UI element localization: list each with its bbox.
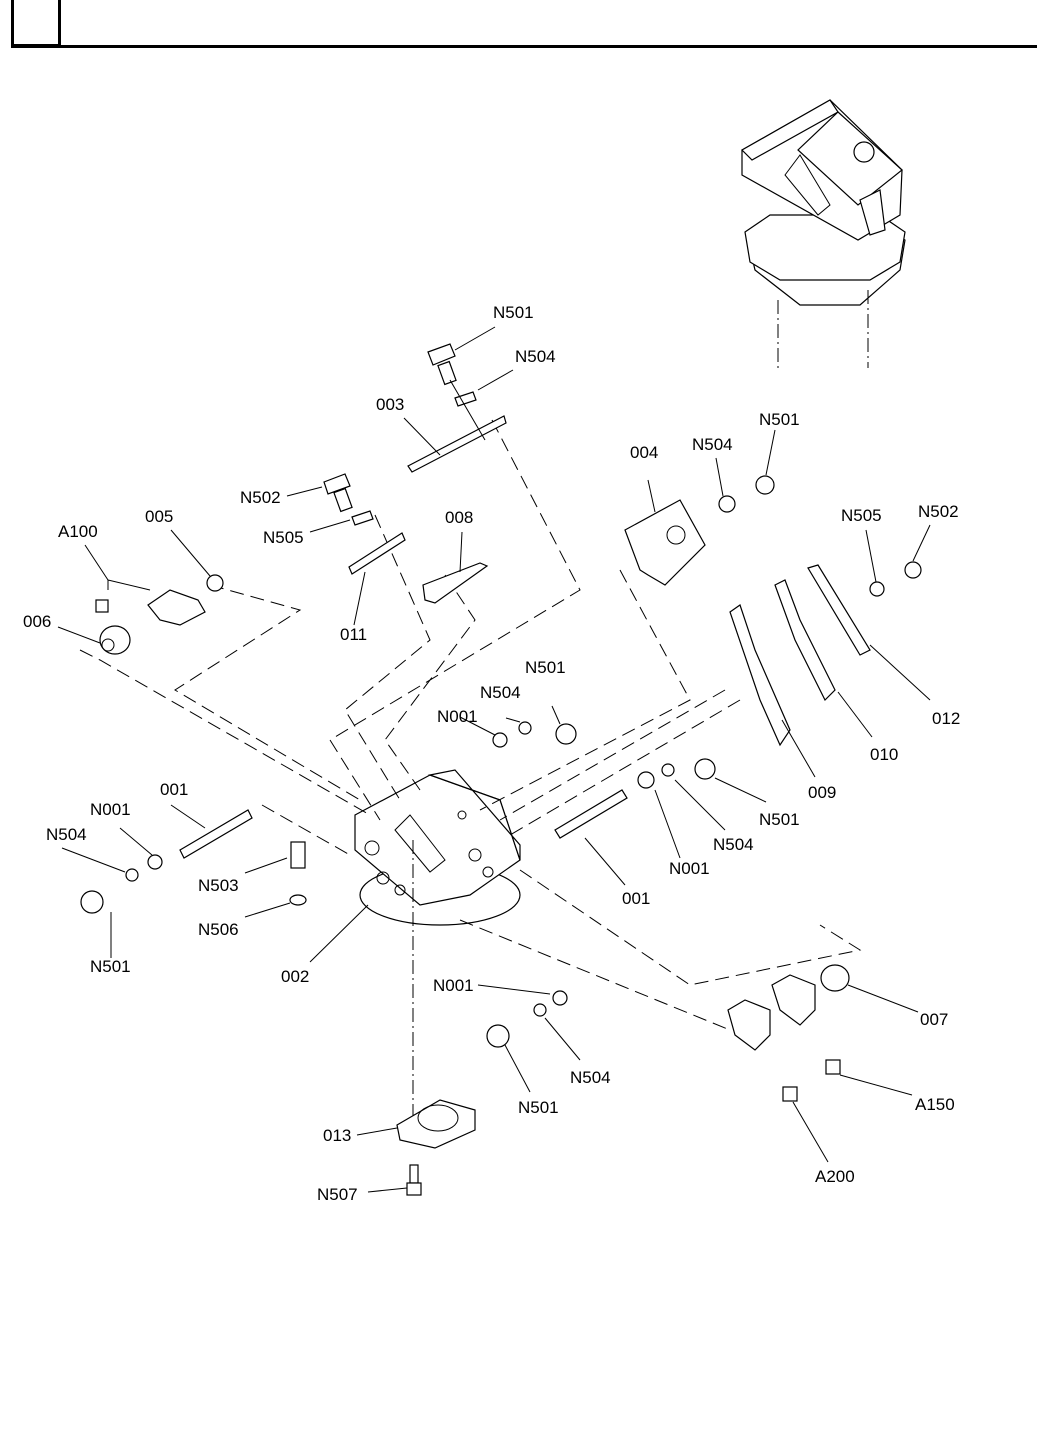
assembled-unit-inset — [741, 99, 906, 368]
callout-label: 010 — [870, 745, 898, 764]
shafts-and-fasteners — [80, 721, 716, 1048]
callout-label: 004 — [630, 443, 658, 462]
callout-label: N501 — [759, 410, 800, 429]
callout-label: A100 — [58, 522, 98, 541]
callout-label: A150 — [915, 1095, 955, 1114]
callout-label: 012 — [932, 709, 960, 728]
callout-label: N504 — [713, 835, 754, 854]
leader-lines — [57, 326, 931, 1193]
callout-labels: N501 N504 003 N502 N505 011 008 A100 005… — [23, 303, 960, 1204]
blades-009-010-012 — [729, 561, 922, 747]
callout-label: 001 — [622, 889, 650, 908]
callout-label: N507 — [317, 1185, 358, 1204]
callout-label: 003 — [376, 395, 404, 414]
callout-label: N502 — [918, 502, 959, 521]
callout-label: 011 — [340, 625, 367, 644]
plate-004-assembly — [624, 475, 775, 586]
callout-label: N504 — [46, 825, 87, 844]
callout-label: 006 — [23, 612, 51, 631]
callout-label: 009 — [808, 783, 836, 802]
plate-003-assembly — [407, 343, 507, 473]
blade-011-assembly — [323, 473, 489, 604]
callout-label: 005 — [145, 507, 173, 526]
callout-label: 007 — [920, 1010, 948, 1029]
callout-label: 002 — [281, 967, 309, 986]
callout-label: N504 — [570, 1068, 611, 1087]
callout-label: N505 — [263, 528, 304, 547]
central-housing-002 — [354, 769, 521, 926]
assembly-guide-lines — [79, 419, 862, 1130]
callout-label: N501 — [759, 810, 800, 829]
sensor-a100-assembly — [95, 574, 224, 655]
flange-013-assembly — [396, 1099, 476, 1196]
callout-label: N001 — [90, 800, 131, 819]
callout-label: N503 — [198, 876, 239, 895]
callout-label: 013 — [323, 1126, 351, 1145]
callout-label: N501 — [525, 658, 566, 677]
callout-label: N502 — [240, 488, 281, 507]
callout-label: 001 — [160, 780, 188, 799]
callout-label: 008 — [445, 508, 473, 527]
callout-label: N001 — [669, 859, 710, 878]
callout-label: N504 — [480, 683, 521, 702]
callout-label: N504 — [692, 435, 733, 454]
callout-label: N501 — [493, 303, 534, 322]
callout-label: N505 — [841, 506, 882, 525]
header-rule — [11, 45, 1037, 48]
callout-label: N001 — [433, 976, 474, 995]
callout-label: N001 — [437, 707, 478, 726]
callout-label: N504 — [515, 347, 556, 366]
callout-label: N501 — [90, 957, 131, 976]
callout-label: A200 — [815, 1167, 855, 1186]
callout-label: N501 — [518, 1098, 559, 1117]
sensor-a150-a200-assembly — [727, 964, 850, 1102]
callout-label: N506 — [198, 920, 239, 939]
